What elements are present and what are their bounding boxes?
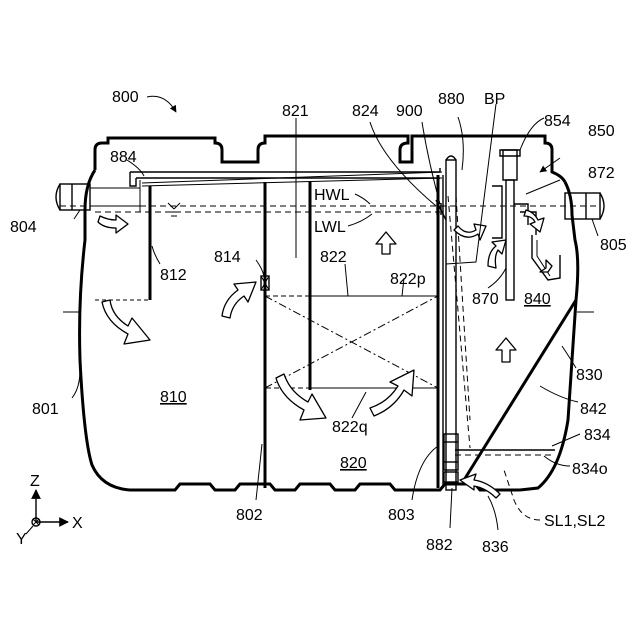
label-821: 821 [282,103,309,120]
tank-right-wall [520,182,578,490]
label-870: 870 [472,291,499,308]
label-836: 836 [482,539,509,556]
disinfection-unit [492,150,536,300]
flow-arrow-810-down [102,300,150,344]
label-830: 830 [576,367,603,384]
label-805: 805 [600,237,627,254]
label-882: 882 [426,537,453,554]
label-900: 900 [396,103,423,120]
label-804: 804 [10,219,37,236]
label-884: 884 [110,149,137,166]
flow-arrow-820-up [370,370,414,416]
inlet-pipe [56,180,140,212]
label-822: 822 [320,249,347,266]
label-820: 820 [340,455,367,472]
axis-label-z: Z [30,473,40,490]
top-duct-tube-2 [142,178,442,186]
label-854: 854 [544,113,571,130]
flow-arrow-836 [460,474,500,498]
axis-triad: Z X Y [16,473,83,548]
label-801: 801 [32,401,59,418]
label-872: 872 [588,165,615,182]
label-834: 834 [584,427,611,444]
label-814: 814 [214,249,241,266]
flow-arrow-inlet [98,215,128,233]
top-duct [130,168,440,186]
label-810: 810 [160,389,187,406]
label-842: 842 [580,401,607,418]
label-822q: 822q [332,419,368,436]
tank-top-edge [95,136,565,182]
leader-lines [72,96,598,530]
flow-arrow-820-down [276,374,326,420]
label-840: 840 [524,291,551,308]
label-803: 803 [388,507,415,524]
flow-arrow-814 [222,282,256,318]
label-880: 880 [438,91,465,108]
label-812: 812 [160,267,187,284]
label-lwl: LWL [314,219,346,236]
label-sl: SL1,SL2 [544,513,605,530]
axis-label-y: Y [16,531,27,548]
axis-label-x: X [72,515,83,532]
tank-bottom [130,484,520,490]
flow-arrow-bp-small [540,260,552,272]
label-834o: 834o [572,461,608,478]
label-hwl: HWL [314,187,350,204]
label-824: 824 [352,103,379,120]
labels: 800 821 824 900 880 BP 854 850 884 872 8… [10,89,627,556]
flow-arrow-outlet [524,210,544,232]
label-802: 802 [236,507,263,524]
water-surface-symbol [168,203,180,216]
label-822p: 822p [390,271,426,288]
flow-arrow-up-media [376,232,396,254]
label-850: 850 [588,123,615,140]
y-axis-leader [26,526,33,534]
flow-arrow-840-up [496,338,516,362]
flow-arrow-870 [488,240,506,268]
label-bp: BP [484,91,505,108]
label-800: 800 [112,89,139,106]
chamber-840-baffle [532,235,560,280]
